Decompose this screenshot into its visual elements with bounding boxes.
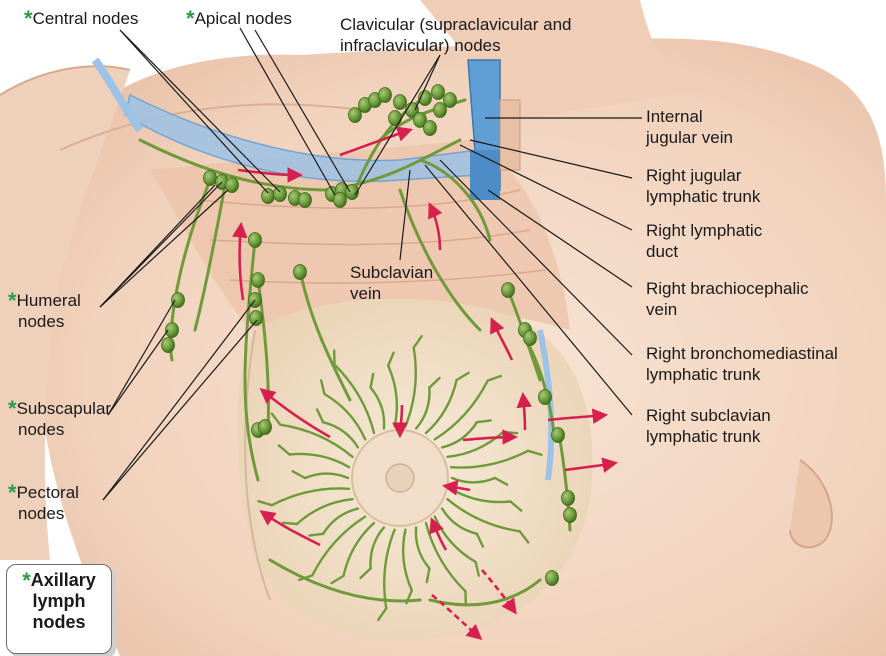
lymph-node [259, 420, 272, 435]
lymph-node [524, 331, 537, 346]
lymph-vessel-branch [503, 432, 517, 433]
lymph-node [394, 95, 407, 110]
lymph-node [250, 311, 263, 326]
star-marker: * [22, 568, 31, 593]
star-marker: * [8, 288, 17, 313]
lymph-node [249, 233, 262, 248]
legend-axillary-lymph-nodes: *Axillary lymph nodes [6, 564, 112, 654]
lymph-node [334, 193, 347, 208]
lymph-node [539, 390, 552, 405]
lymph-node [294, 265, 307, 280]
lymph-node [424, 121, 437, 136]
star-marker: * [8, 396, 17, 421]
lymph-node [252, 273, 265, 288]
label-apical-nodes: *Apical nodes [186, 8, 292, 29]
lymph-node [564, 508, 577, 523]
lymph-node [204, 171, 217, 186]
lymph-node [299, 193, 312, 208]
lymph-node [502, 283, 515, 298]
lymph-vessel-branch [283, 523, 297, 524]
lymph-node [389, 111, 402, 126]
lymph-node [432, 85, 445, 100]
lymph-node [379, 88, 392, 103]
star-marker: * [186, 6, 195, 31]
star-marker: * [24, 6, 33, 31]
lymph-node [552, 428, 565, 443]
lymph-node [162, 338, 175, 353]
lymph-node [546, 571, 559, 586]
star-marker: * [8, 480, 17, 505]
lymph-node [172, 293, 185, 308]
lymph-node [434, 103, 447, 118]
lymph-node [262, 189, 275, 204]
label-central-nodes: *Central nodes [24, 8, 138, 29]
lymph-node [562, 491, 575, 506]
carotid-artery [500, 100, 520, 170]
lymph-node [274, 187, 287, 202]
